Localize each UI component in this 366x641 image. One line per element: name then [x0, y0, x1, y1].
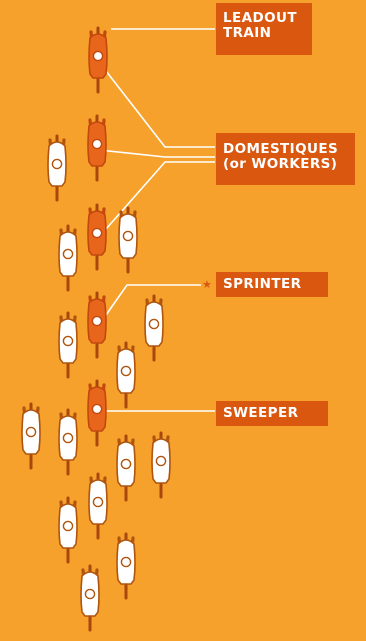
peloton-rider: [59, 313, 77, 377]
peloton-rider: [119, 208, 137, 272]
rider-helmet: [123, 231, 132, 240]
rider-helmet: [149, 319, 158, 328]
rider-helmet: [63, 521, 72, 530]
rider-helmet: [121, 366, 130, 375]
peloton-rider: [117, 534, 135, 598]
team-rider-sweeper: [88, 381, 106, 445]
domestiques-leader-line-a: [99, 62, 215, 147]
rider-helmet: [85, 589, 94, 598]
rider-helmet: [121, 459, 130, 468]
rider-helmet: [92, 228, 101, 237]
rider-helmet: [92, 404, 101, 413]
team-rider-sprinter: [88, 293, 106, 357]
sweeper-label: SWEEPER: [216, 401, 328, 426]
peloton-rider: [48, 136, 66, 200]
team-rider-domestique: [88, 205, 106, 269]
peloton-rider: [59, 498, 77, 562]
rider-helmet: [156, 456, 165, 465]
domestiques-leader-line-c: [99, 162, 215, 237]
rider-helmet: [92, 316, 101, 325]
peloton-rider: [59, 226, 77, 290]
team-rider-leadout-train: [89, 28, 107, 92]
peloton-rider: [89, 474, 107, 538]
team-rider-domestique: [88, 116, 106, 180]
rider-helmet: [121, 557, 130, 566]
peloton-riders: [22, 28, 170, 630]
rider-helmet: [92, 139, 101, 148]
peloton-rider: [117, 343, 135, 407]
rider-helmet: [93, 497, 102, 506]
rider-helmet: [63, 336, 72, 345]
peloton-rider: [145, 296, 163, 360]
peloton-rider: [59, 410, 77, 474]
domestiques-label: DOMESTIQUES (or WORKERS): [216, 133, 355, 185]
rider-helmet: [63, 249, 72, 258]
peloton-rider: [81, 566, 99, 630]
domestiques-leader-line-b: [99, 150, 215, 157]
leadout-train-label: LEADOUT TRAIN: [216, 3, 312, 55]
rider-helmet: [26, 427, 35, 436]
rider-helmet: [93, 51, 102, 60]
peloton-rider: [152, 433, 170, 497]
leader-lines: [99, 29, 215, 411]
peloton-rider: [117, 436, 135, 500]
rider-helmet: [63, 433, 72, 442]
sprinter-star-icon: ★: [202, 279, 212, 290]
rider-helmet: [52, 159, 61, 168]
sprinter-label: SPRINTER: [216, 272, 328, 297]
peloton-rider: [22, 404, 40, 468]
